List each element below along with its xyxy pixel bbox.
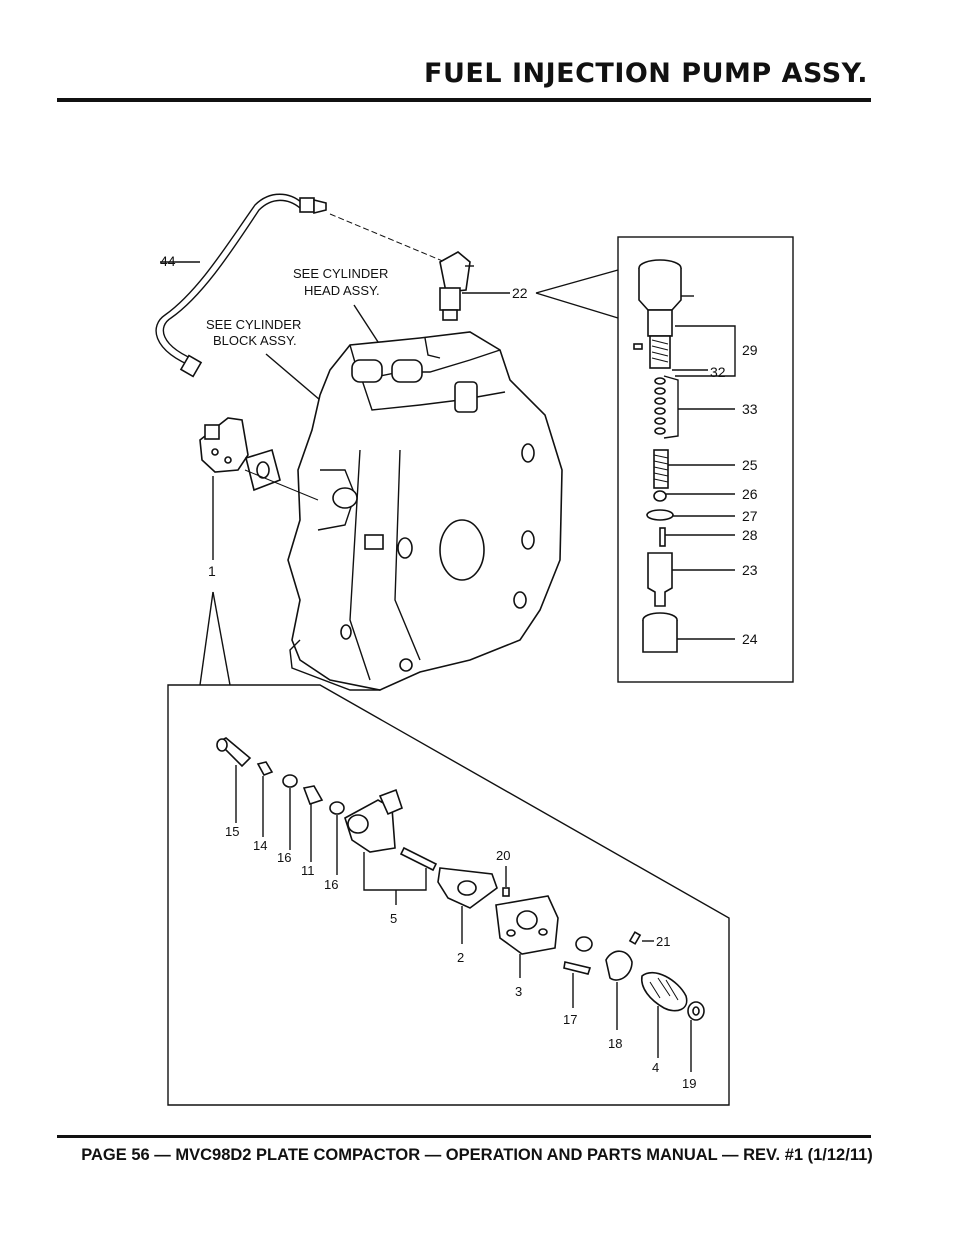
- note-cylinder-head-line2: HEAD ASSY.: [304, 283, 380, 298]
- injector-detail-box: [617, 236, 794, 683]
- callout-11: 11: [301, 863, 315, 878]
- callout-20: 20: [496, 848, 510, 863]
- callout-28: 28: [742, 527, 758, 543]
- callout-16b: 16: [324, 877, 338, 892]
- note-cylinder-head-line1: SEE CYLINDER: [293, 266, 388, 281]
- leader-5: [363, 852, 427, 891]
- callout-32: 32: [710, 364, 726, 380]
- leader-29-b: [675, 350, 736, 377]
- pump-detail-box: [167, 684, 730, 1106]
- callout-15: 15: [225, 824, 239, 839]
- fuel-line-part-44: [155, 193, 327, 378]
- callout-22: 22: [512, 285, 528, 301]
- engine-block-illustration: [287, 331, 563, 691]
- injector-detail-parts: [633, 259, 694, 653]
- header-rule: [57, 98, 871, 102]
- callout-19: 19: [682, 1076, 696, 1091]
- callout-25: 25: [742, 457, 758, 473]
- callout-5: 5: [390, 911, 397, 926]
- callout-26: 26: [742, 486, 758, 502]
- leader-1-to-box-left: [199, 591, 214, 686]
- leader-22-to-box-top: [535, 269, 619, 294]
- leader-cylinder-head: [353, 304, 381, 346]
- callout-23: 23: [742, 562, 758, 578]
- callout-3: 3: [515, 984, 522, 999]
- pump-assembly-part-1: [199, 417, 319, 501]
- callout-33: 33: [742, 401, 758, 417]
- note-cylinder-block-line1: SEE CYLINDER: [206, 317, 301, 332]
- callout-29: 29: [742, 342, 758, 358]
- callout-1: 1: [208, 563, 216, 579]
- leader-33-bracket: [663, 375, 679, 439]
- page-footer: PAGE 56 — MVC98D2 PLATE COMPACTOR — OPER…: [81, 1146, 873, 1164]
- injector-part-22: [439, 251, 474, 321]
- leader-cylinder-block: [265, 353, 321, 401]
- fuel-line-path-dashed: [329, 213, 446, 263]
- pump-detail-parts: [216, 737, 705, 1021]
- page-title: FUEL INJECTION PUMP ASSY.: [424, 58, 868, 89]
- callout-27: 27: [742, 508, 758, 524]
- callout-16a: 16: [277, 850, 291, 865]
- leader-1-to-box-right: [212, 591, 231, 686]
- footer-rule: [57, 1135, 871, 1138]
- callout-4: 4: [652, 1060, 659, 1075]
- callout-18: 18: [608, 1036, 622, 1051]
- note-cylinder-block-line2: BLOCK ASSY.: [213, 333, 297, 348]
- callout-2: 2: [457, 950, 464, 965]
- leader-22-to-box-bottom: [535, 292, 619, 319]
- callout-14: 14: [253, 838, 267, 853]
- callout-24: 24: [742, 631, 758, 647]
- callout-17: 17: [563, 1012, 577, 1027]
- leader-29: [675, 325, 736, 350]
- callout-44: 44: [160, 253, 176, 269]
- callout-21: 21: [656, 934, 670, 949]
